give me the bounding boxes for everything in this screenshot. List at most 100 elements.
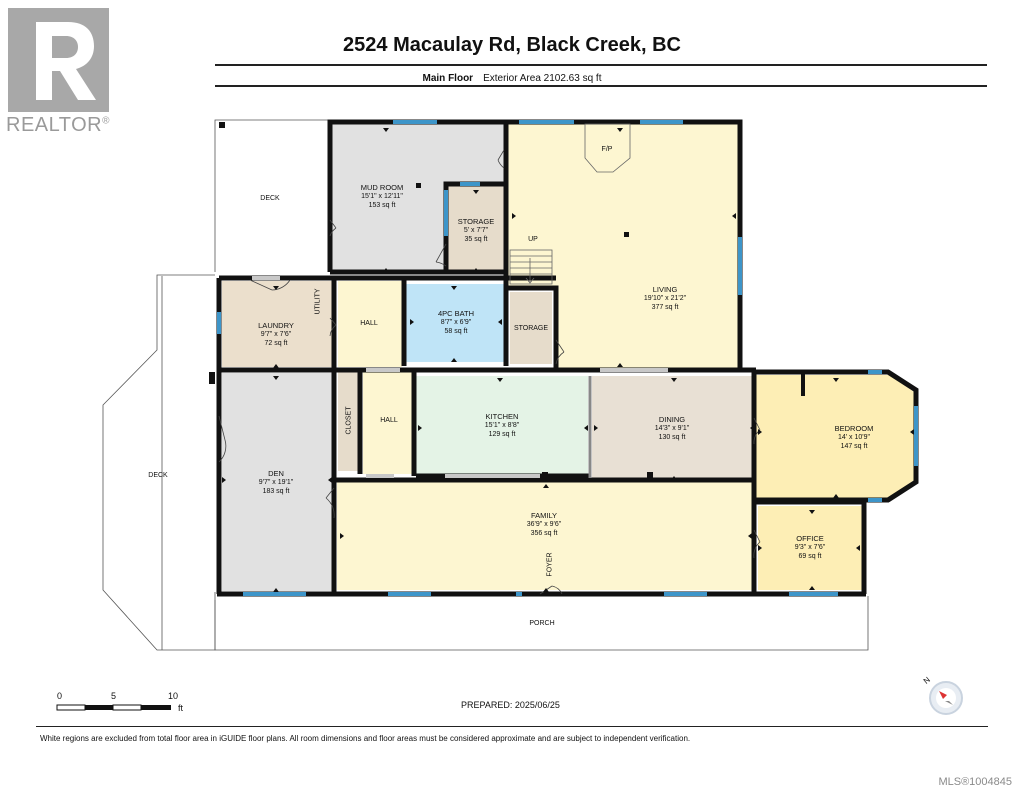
hall-top-fill [338,281,402,367]
deck-top-outline [214,119,330,272]
compass-icon: N [922,675,966,720]
room-dims: 5' x 7'7" [463,227,489,234]
office-fill [758,506,862,590]
windows [217,120,918,596]
storage-top-fill [446,185,504,272]
living-label: LIVING 19'10" x 21'2" 377 sq ft [620,285,710,312]
deck-top-label: DECK [260,195,280,202]
room-area: 129 sq ft [488,431,516,438]
room-area: 356 sq ft [530,530,558,537]
utility-label: UTILITY [314,288,322,315]
room-dims: 14' x 10'9" [837,434,870,441]
porch-outline [214,596,869,651]
room-area: 72 sq ft [264,340,288,347]
scale-tick-5: 5 [111,691,117,701]
room-area: 35 sq ft [464,236,488,243]
room-name: BEDROOM [834,424,874,433]
room-name: FAMILY [530,511,558,520]
footer-rule [36,726,988,727]
den-label: DEN 9'7" x 19'1" 183 sq ft [240,469,312,496]
floor-subtitle: Main Floor Exterior Area 2102.63 sq ft [0,73,1024,84]
hall-mid-fill [363,371,413,474]
doors [218,149,761,595]
room-area: 147 sq ft [840,443,868,450]
column-marker [542,472,548,478]
room-name: DINING [658,415,686,424]
prepared-date: PREPARED: 2025/06/25 [461,700,560,710]
room-dims: 14'3" x 9'1" [654,425,690,432]
kitchen-fill [416,376,588,474]
room-dims: 9'7" x 7'6" [260,331,292,338]
closet-fill [338,371,360,471]
fp-label: F/P [601,146,613,153]
column-marker [647,472,653,478]
dining-label: DINING 14'3" x 9'1" 130 sq ft [636,415,708,442]
bath-label: 4PC BATH 8'7" x 6'9" 58 sq ft [420,309,492,336]
realtor-r-icon [36,22,96,100]
hall-top-label: HALL [360,320,378,327]
column-marker [219,122,225,128]
room-dims: 19'10" x 21'2" [643,295,687,302]
room-name: STORAGE [457,217,495,226]
partition-stub [801,372,805,396]
room-dims: 8'7" x 6'9" [440,319,472,326]
closet-label: CLOSET [345,406,353,435]
disclaimer: White regions are excluded from total fl… [40,734,691,743]
living-fill [508,124,738,368]
dining-fill [592,376,754,480]
room-name: DEN [268,469,284,478]
den-fill [222,373,332,591]
room-area: 69 sq ft [798,553,822,560]
kitchen-label: KITCHEN 15'1" x 8'8" 129 sq ft [466,412,538,439]
bedroom-label: BEDROOM 14' x 10'9" 147 sq ft [816,424,892,451]
hall-mid-label: HALL [380,417,398,424]
room-dims: 15'1" x 8'8" [484,422,520,429]
fireplace-outline [584,123,631,173]
room-name: KITCHEN [485,412,519,421]
laundry-fill [222,281,332,367]
room-area: 153 sq ft [368,202,396,209]
floor-name: Main Floor [422,73,474,84]
realtor-logo-text: REALTOR® [6,114,110,136]
deck-left-label: DECK [148,472,168,479]
deck-left-outline [102,274,216,651]
stairs [509,249,553,285]
exterior-outlines [102,119,869,651]
room-name: LIVING [652,285,678,294]
room-dims: 15'1" x 12'11" [361,193,403,200]
family-fill [337,480,755,590]
up-label: UP [528,236,538,243]
room-dims: 9'3" x 7'6" [794,544,826,551]
scale-unit: ft [178,703,184,713]
bath-fill [406,284,504,362]
scale-tick-10: 10 [168,691,179,701]
room-area: 377 sq ft [651,304,679,311]
room-name: LAUNDRY [258,321,294,330]
column-marker [416,183,421,188]
storage-top-label: STORAGE 5' x 7'7" 35 sq ft [449,217,503,244]
room-dims: 36'9" x 9'6" [526,521,562,528]
room-name: MUD ROOM [360,183,404,192]
laundry-label: LAUNDRY 9'7" x 7'6" 72 sq ft [238,321,314,348]
page-title: 2524 Macaulay Rd, Black Creek, BC [343,34,681,56]
room-area: 130 sq ft [658,434,686,441]
room-area: 58 sq ft [444,328,468,335]
porch-label: PORCH [529,620,555,627]
family-label: FAMILY 36'9" x 9'6" 356 sq ft [506,511,582,538]
storage-mid-label: STORAGE [513,325,549,332]
room-name: 4PC BATH [437,309,475,318]
column-marker [624,232,629,237]
room-area: 183 sq ft [262,488,290,495]
room-dims: 9'7" x 19'1" [258,479,294,486]
scale-tick-0: 0 [57,691,63,701]
foyer-label: FOYER [546,552,554,577]
header-rule [215,64,987,66]
scale-bar [56,704,171,711]
storage-mid-fill [510,292,552,364]
realtor-logo-mark [8,8,109,112]
exterior-area: Exterior Area 2102.63 sq ft [483,73,602,84]
office-label: OFFICE 9'3" x 7'6" 69 sq ft [774,534,846,561]
dimension-markers [222,128,914,592]
mud-room-label: MUD ROOM 15'1" x 12'11" 153 sq ft [340,183,424,210]
